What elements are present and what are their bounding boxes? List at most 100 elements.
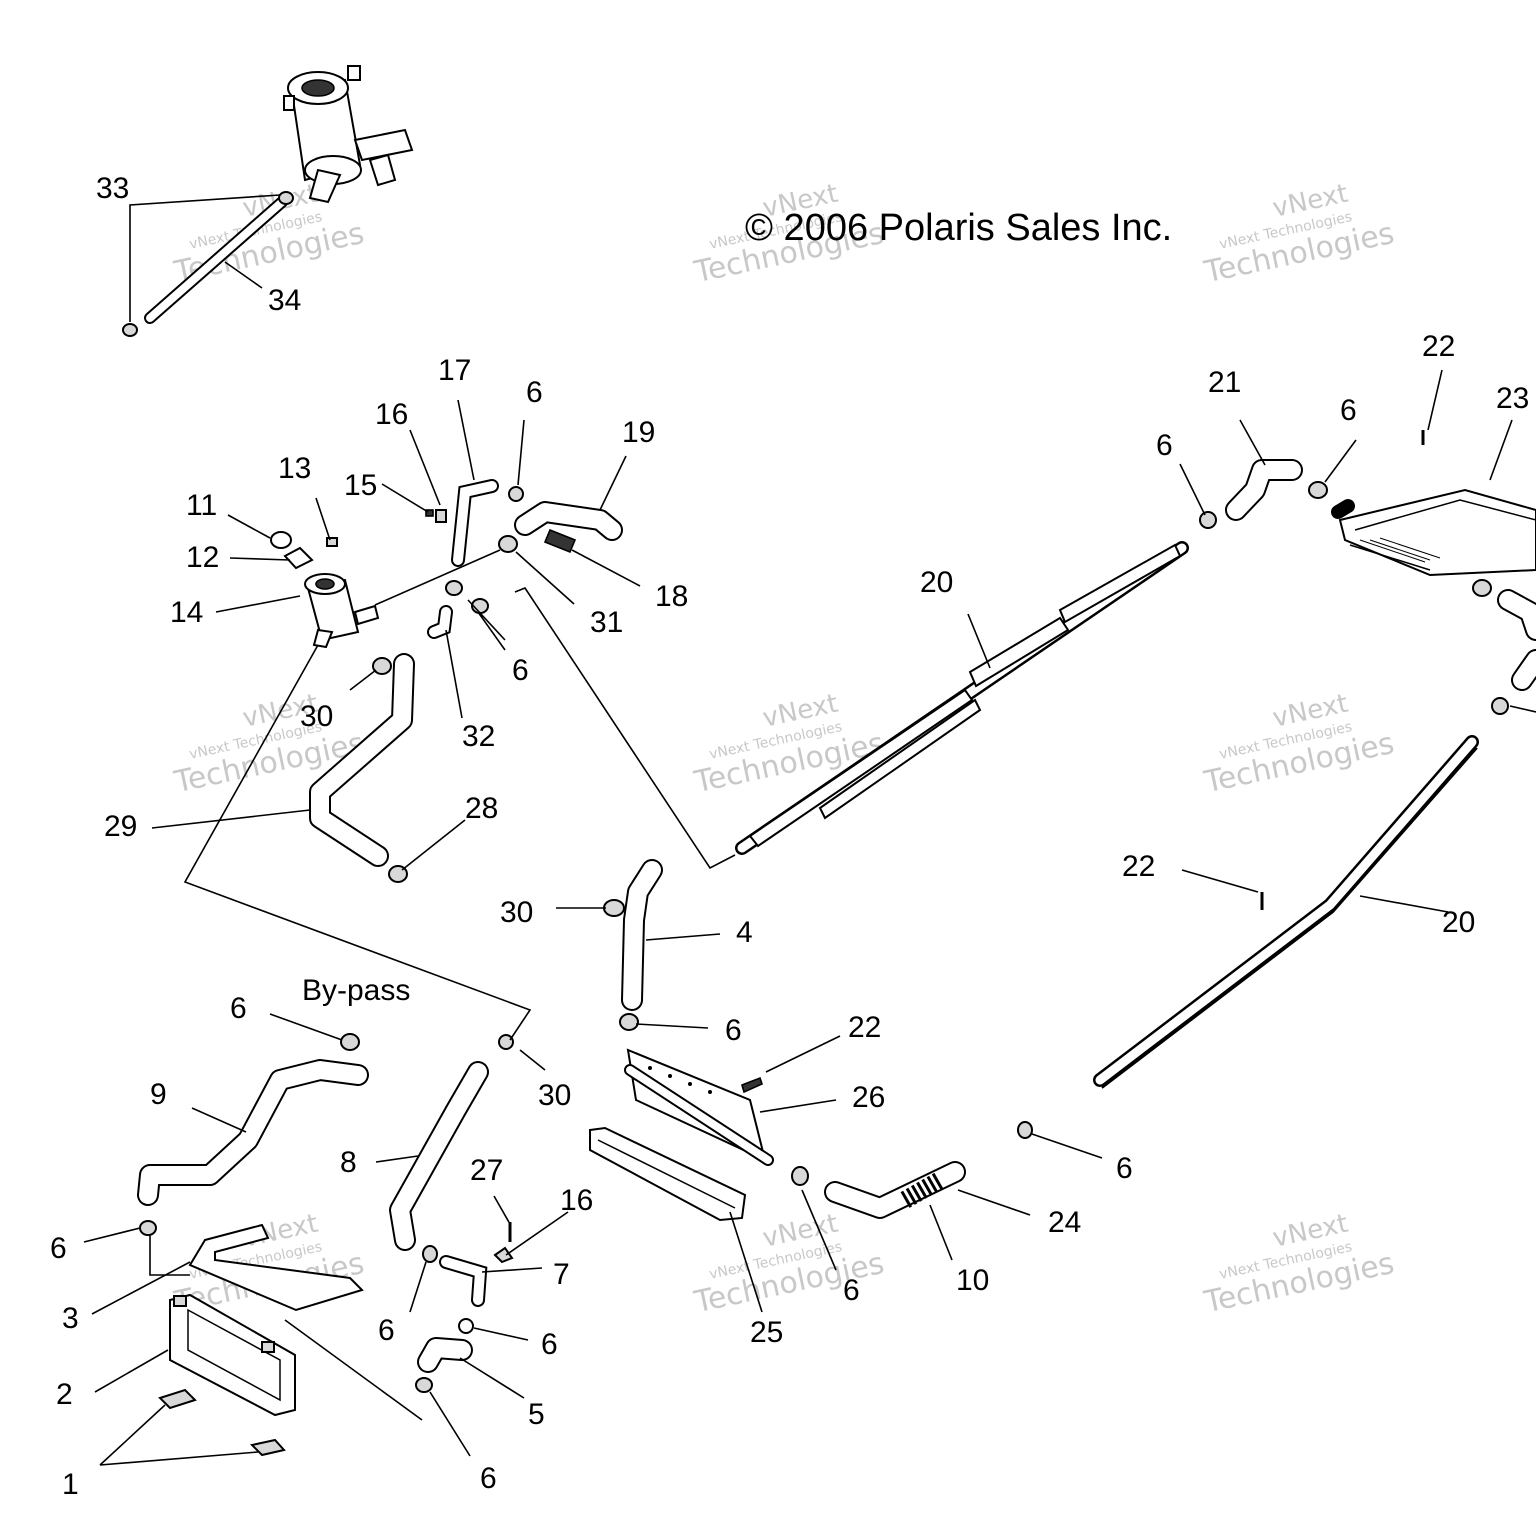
callout-16: 16 [560,1184,593,1217]
clamp [1491,697,1509,715]
callout-6: 6 [230,992,247,1025]
clamp-6 [415,1377,433,1393]
cap-11 [270,531,292,549]
callout-6: 6 [1116,1152,1133,1185]
clamp-6 [1017,1121,1033,1139]
callout-4: 4 [736,916,753,949]
watermark: vNext vNext Technologies Technologies [170,179,367,291]
clamp-6 [139,1220,157,1236]
callout-6: 6 [526,376,543,409]
hose-9 [137,1059,369,1206]
clamp-30 [498,1034,514,1050]
callout-6: 6 [480,1462,497,1495]
elbow-5 [417,1337,473,1373]
guard-25 [589,1126,747,1222]
clamp-30 [603,899,625,917]
callout-30: 30 [300,700,333,733]
coolant-reservoir-top [283,65,414,204]
copyright-text: © 2006 Polaris Sales Inc. [745,207,1172,249]
callout-21: 21 [1208,366,1241,399]
cap-33a [122,323,138,337]
callout-8: 8 [340,1146,357,1179]
leader-lines [83,194,1536,1466]
callout-31: 31 [590,606,623,639]
pad-1a [158,1388,197,1410]
hose-21 [1225,459,1303,521]
callout-9: 9 [150,1078,167,1111]
clamp-6 [619,1013,639,1031]
clamp-6 [422,1245,438,1263]
callout-1: 1 [62,1468,79,1501]
callout-20: 20 [1442,906,1475,939]
callout-5: 5 [528,1398,545,1431]
gasket-12 [283,546,314,570]
callout-6: 6 [725,1014,742,1047]
callout-6: 6 [1156,429,1173,462]
hose-19 [514,501,623,541]
callout-28: 28 [465,792,498,825]
clip-16 [493,1246,514,1264]
clamp-6 [340,1033,360,1051]
callout-16: 16 [375,398,408,431]
callout-25: 25 [750,1316,783,1349]
clamp-6 [445,580,463,596]
pipe-20-upper [735,541,1189,855]
clamp-6 [791,1166,809,1186]
callout-27: 27 [470,1154,503,1187]
clamp [1472,579,1492,597]
callout-18: 18 [655,580,688,613]
clip-13 [326,537,338,547]
bracket-26 [624,1048,774,1166]
callout-24: 24 [1048,1206,1081,1239]
tee-7 [439,1255,488,1307]
callout-22: 22 [1122,850,1155,883]
cooler-2 [169,1293,296,1417]
pad-1b [249,1438,286,1457]
clamp-6 [458,1318,474,1334]
hose-right-edge [1497,589,1536,691]
clamp-31 [498,535,518,553]
callout-12: 12 [186,541,219,574]
callout-26: 26 [852,1081,885,1114]
callout-6: 6 [512,654,529,687]
hose-8 [389,1061,489,1251]
callout-29: 29 [104,810,137,843]
callout-34: 34 [268,284,301,317]
callout-30: 30 [538,1079,571,1112]
callout-17: 17 [438,354,471,387]
hose-29 [309,653,415,867]
watermark: vNext vNext Technologies Technologies [1200,689,1397,801]
watermark: vNext vNext Technologies Technologies [1200,1209,1397,1321]
screw-22 [741,1076,763,1094]
callout-30: 30 [500,896,533,929]
callout-6: 6 [378,1314,395,1347]
watermark: vNext vNext Technologies Technologies [1200,179,1397,291]
callout-20: 20 [920,566,953,599]
hose-10 [824,1161,966,1219]
callout-6: 6 [843,1274,860,1307]
clamp-6 [1199,511,1217,529]
callout-23: 23 [1496,382,1529,415]
heat-exchanger-23 [1331,488,1536,577]
callout-32: 32 [462,720,495,753]
callout-7: 7 [553,1258,570,1291]
callout-14: 14 [170,596,203,629]
elbow-32 [427,605,453,639]
callout-3: 3 [62,1302,79,1335]
clamp-6 [508,486,524,502]
clamp-6 [1308,481,1328,499]
callout-15: 15 [344,469,377,502]
callout-19: 19 [622,416,655,449]
clip-16 [435,509,447,523]
bypass-note: By-pass [302,974,410,1007]
screw-15 [425,509,434,517]
clamp-30 [372,657,392,675]
cap-33b [278,191,294,205]
callout-labels: 33 34 17 6 16 19 13 15 11 12 14 18 31 6 … [50,172,1529,1501]
pipe-17 [451,479,499,567]
bracket-3 [188,1223,364,1312]
callout-11: 11 [186,489,217,522]
pipe-20-lower [1093,735,1479,1089]
callout-2: 2 [56,1378,73,1411]
